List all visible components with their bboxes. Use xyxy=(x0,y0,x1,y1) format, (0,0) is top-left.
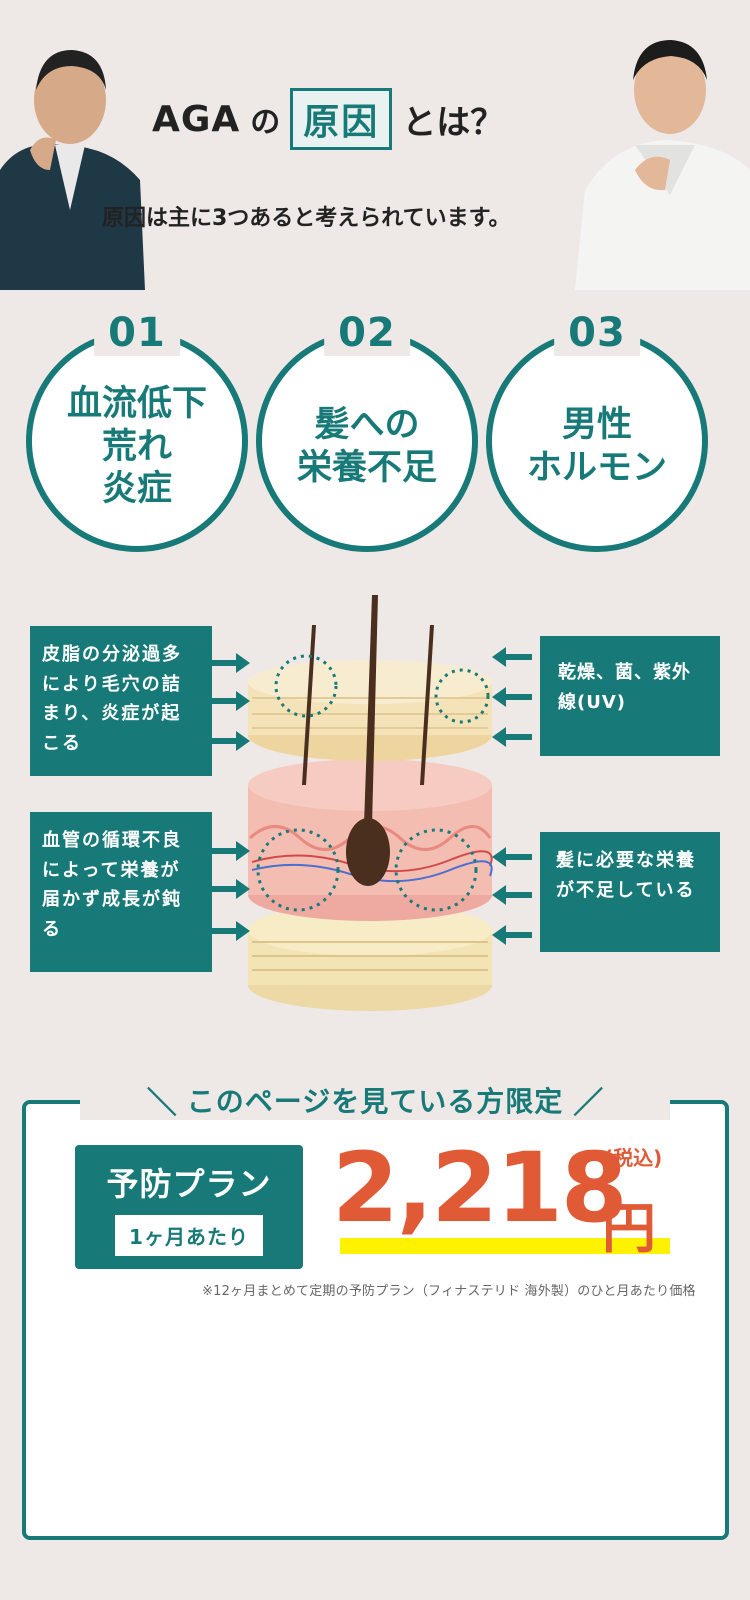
slash-left-icon: ＼ xyxy=(146,1086,177,1121)
title-toha: とは？ xyxy=(402,102,505,143)
title-aga: AGA xyxy=(152,98,241,140)
price-footnote: ※12ヶ月まとめて定期の予防プラン（フィナステリド 海外製）のひと月あたり価格 xyxy=(202,1284,696,1299)
title-cause-box: 原因 xyxy=(290,88,393,150)
cause-number: 03 xyxy=(554,310,640,356)
note-blood-circulation: 血管の循環不良によって栄養が届かず成長が鈍る xyxy=(30,812,212,972)
price-highlight xyxy=(340,1238,670,1254)
thinking-man-right-image xyxy=(575,40,750,290)
cause-number: 01 xyxy=(94,310,180,356)
offer-heading-text: このページを見ている方限定 xyxy=(186,1085,564,1118)
slash-right-icon: ／ xyxy=(573,1086,604,1121)
cause-circle-03: 03 男性 ホルモン xyxy=(486,310,708,552)
price-yen: 円 xyxy=(602,1197,656,1260)
note-sebum-clogging: 皮脂の分泌過多により毛穴の詰まり、炎症が起こる xyxy=(30,626,212,776)
price-tax-label: (税込) xyxy=(604,1146,663,1170)
price-amount: 2,218 xyxy=(332,1132,628,1244)
cause-circle-01: 01 血流低下 荒れ 炎症 xyxy=(26,310,248,552)
scalp-diagram: 皮脂の分泌過多により毛穴の詰まり、炎症が起こる 乾燥、菌、紫外線(UV) 血管の… xyxy=(0,590,750,1030)
page-subtitle: 原因は主に3つあると考えられています。 xyxy=(102,206,511,231)
causes-list: 01 血流低下 荒れ 炎症 02 髪への 栄養不足 03 男性 ホルモン xyxy=(0,310,750,552)
price-display: 2,218 (税込) 円 xyxy=(332,1140,672,1260)
header-section: AGA の 原因 とは？ 原因は主に3つあると考えられています。 xyxy=(0,0,750,290)
cause-label: 血流低下 荒れ 炎症 xyxy=(66,383,207,510)
plan-badge: 予防プラン 1ヶ月あたり xyxy=(75,1145,303,1269)
cause-label: 髪への 栄養不足 xyxy=(296,405,437,488)
cause-circle-02: 02 髪への 栄養不足 xyxy=(256,310,478,552)
note-nutrition-shortage: 髪に必要な栄養が不足している xyxy=(540,832,720,952)
page-title: AGA の 原因 とは？ xyxy=(152,88,504,150)
plan-per-month: 1ヶ月あたり xyxy=(115,1214,263,1256)
plan-name: 予防プラン xyxy=(106,1164,272,1203)
cause-number: 02 xyxy=(324,310,410,356)
scalp-cross-section-illustration xyxy=(212,595,532,1011)
note-dryness-uv: 乾燥、菌、紫外線(UV) xyxy=(540,636,720,756)
offer-heading: ＼ このページを見ている方限定 ／ xyxy=(80,1080,670,1121)
title-no: の xyxy=(250,105,281,140)
thinking-man-left-image xyxy=(0,50,145,290)
cause-label: 男性 ホルモン xyxy=(526,405,667,488)
